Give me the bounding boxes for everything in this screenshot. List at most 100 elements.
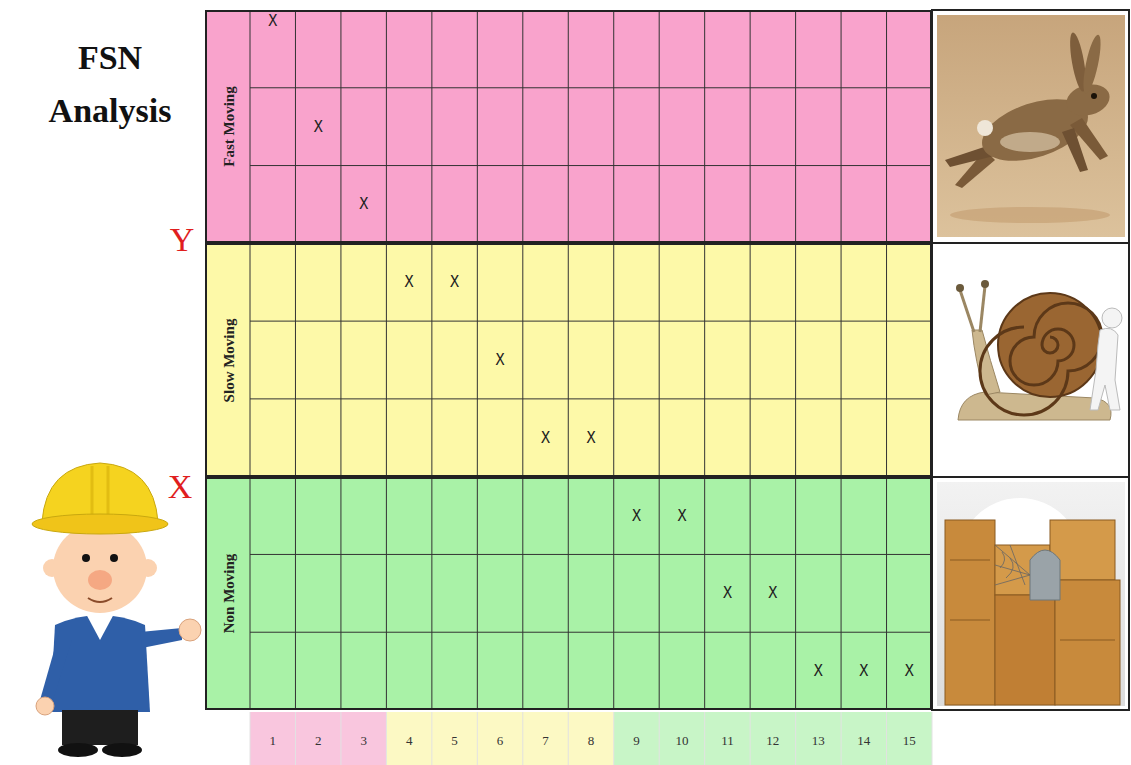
grid-line — [613, 10, 614, 710]
picture-frames-part — [932, 476, 1129, 478]
grid-line — [477, 10, 478, 710]
snail-picture-part — [960, 290, 974, 332]
axis-strips-part — [250, 712, 386, 765]
grid-line — [659, 10, 660, 710]
band-label: Slow Moving — [221, 318, 238, 402]
grid-line — [750, 10, 751, 710]
item-mark: X — [314, 118, 323, 136]
item-number: 10 — [675, 733, 688, 749]
item-number: 3 — [360, 733, 367, 749]
dead-stock-picture-part — [995, 545, 1030, 585]
item-number: 12 — [766, 733, 779, 749]
axis-grid-line — [386, 712, 387, 765]
item-mark: X — [586, 429, 595, 447]
hare-picture-part — [950, 207, 1110, 223]
item-number: 15 — [903, 733, 916, 749]
picture-frames-part — [932, 242, 1129, 244]
snail-picture-part — [1090, 328, 1120, 410]
item-number: 8 — [588, 733, 595, 749]
worker-figure-part — [36, 697, 54, 715]
axis-grid-line — [795, 712, 796, 765]
item-number: 5 — [451, 733, 458, 749]
dead-stock-picture-part — [1055, 580, 1120, 705]
item-mark: X — [859, 662, 868, 680]
band-label: Non Moving — [221, 554, 238, 634]
item-mark: X — [359, 195, 368, 213]
axis-strips-part — [386, 712, 614, 765]
item-number: 1 — [269, 733, 276, 749]
dead-stock-picture-part-part — [1060, 640, 1115, 641]
item-mark: X — [496, 351, 505, 369]
snail-picture-part — [980, 303, 1102, 415]
axis-grid-line — [750, 712, 751, 765]
snail-picture — [937, 248, 1125, 473]
picture-frames-part — [932, 10, 1129, 710]
worker-figure-part — [140, 628, 182, 648]
item-number: 9 — [633, 733, 640, 749]
item-number: 7 — [542, 733, 549, 749]
worker-figure-part — [110, 554, 118, 562]
grid-line — [568, 10, 569, 710]
hare-picture-part — [1062, 128, 1088, 172]
axis-grid-line — [704, 712, 705, 765]
item-number: 6 — [497, 733, 504, 749]
item-number: 13 — [812, 733, 825, 749]
axis-grid-line — [431, 712, 432, 765]
band-heading-cell: Fast Moving — [207, 12, 252, 241]
item-number: 11 — [721, 733, 734, 749]
item-mark: X — [768, 584, 777, 602]
dead-stock-picture-part — [995, 595, 1055, 705]
grid-line — [250, 632, 932, 633]
grid-line — [431, 10, 432, 710]
band-heading-cell: Non Moving — [207, 479, 252, 708]
item-number: 2 — [315, 733, 322, 749]
item-mark: X — [450, 273, 459, 291]
axis-strips — [250, 712, 932, 765]
dead-stock-picture-part-part — [1000, 552, 1013, 578]
dead-stock-picture-part-part — [950, 620, 990, 621]
worker-figure-part — [88, 570, 112, 590]
grid-line — [250, 554, 932, 555]
worker-figure-part — [42, 463, 158, 522]
axis-grid-line — [886, 712, 887, 765]
item-mark: X — [814, 662, 823, 680]
axis-grid-line — [340, 712, 341, 765]
axis-grid-line — [613, 712, 614, 765]
worker-figure-part — [53, 523, 147, 613]
grid-line — [886, 10, 887, 710]
dead-stock-picture-part — [937, 482, 1125, 706]
grid-line — [250, 165, 932, 166]
dead-stock-picture-part — [950, 560, 1115, 640]
axis-grid-line — [568, 712, 569, 765]
worker-figure-part — [179, 619, 201, 641]
item-number: 4 — [406, 733, 413, 749]
picture-frames — [932, 10, 1129, 710]
snail-picture-part — [980, 286, 985, 332]
snail-picture-part — [956, 284, 964, 292]
worker-figure-part — [40, 630, 72, 703]
axis-grid-line — [250, 712, 251, 765]
item-mark: X — [905, 662, 914, 680]
dead-stock-picture-part-part — [995, 545, 1030, 585]
axis-strips-part — [614, 712, 932, 765]
worker-figure-part — [88, 598, 112, 602]
hare-picture-part — [1000, 132, 1060, 152]
axis-grid-line — [522, 712, 523, 765]
dead-stock-picture-part-part — [950, 560, 990, 561]
snail-picture-part — [1102, 308, 1122, 328]
grid-line — [841, 10, 842, 710]
dead-stock-picture-part — [945, 520, 995, 705]
category-band: Slow Moving — [205, 243, 932, 477]
snail-picture-part — [981, 280, 989, 288]
grid-line — [250, 87, 932, 88]
worker-figure-part — [102, 743, 142, 757]
dead-stock-picture-part — [1030, 550, 1060, 600]
worker-figure-part — [85, 612, 115, 640]
item-mark: X — [541, 429, 550, 447]
axis-grid-line — [659, 712, 660, 765]
band-heading-cell: Slow Moving — [207, 245, 252, 475]
snail-picture-part — [958, 392, 1111, 420]
grid-line — [340, 10, 341, 710]
diagram-title: FSN Analysis — [15, 32, 205, 137]
category-band: Non Moving — [205, 477, 932, 710]
